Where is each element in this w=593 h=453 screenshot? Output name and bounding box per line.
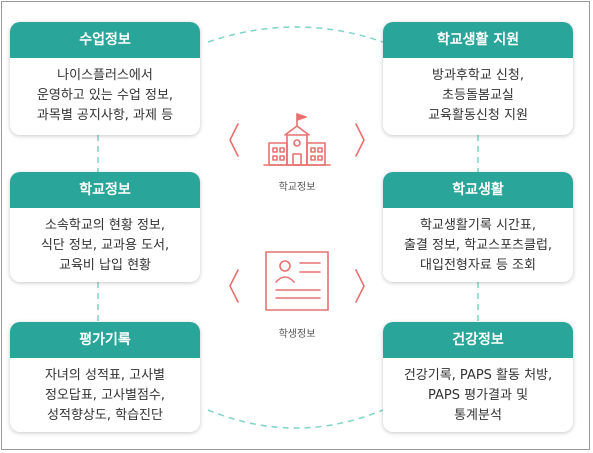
card-line: 나이스플러스에서: [57, 68, 153, 83]
left-bracket-icon: [229, 269, 239, 303]
card-school-info-body: 소속학교의 현황 정보, 식단 정보, 교과용 도서, 교육비 납입 현황: [10, 208, 200, 276]
card-line: 출결 정보, 학교스포츠클럽,: [403, 238, 553, 253]
card-health-info-body: 건강기록, PAPS 활동 처방, PAPS 평가결과 및 통계분석: [383, 358, 573, 426]
card-line: 초등돌봄교실: [442, 88, 514, 103]
card-school-life-support-title: 학교생활 지원: [383, 22, 573, 58]
card-line: 소속학교의 현황 정보,: [44, 218, 166, 233]
card-evaluation-record-body: 자녀의 성적표, 고사별 정오답표, 고사별점수, 성적향상도, 학습진단: [10, 358, 200, 426]
card-evaluation-record-title: 평가기록: [10, 322, 200, 358]
student-icon-group: [229, 251, 365, 311]
card-line: PAPS 평가결과 및: [427, 388, 529, 403]
right-bracket-icon: [355, 123, 365, 157]
card-line: 식단 정보, 교과용 도서,: [40, 238, 170, 253]
card-line: 교육활동신청 지원: [428, 108, 528, 123]
student-document-icon: [265, 251, 329, 311]
card-health-info: 건강정보 건강기록, PAPS 활동 처방, PAPS 평가결과 및 통계분석: [383, 322, 573, 432]
card-line: 통계분석: [454, 408, 502, 423]
card-school-life-title: 학교생활: [383, 172, 573, 208]
card-school-info-title: 학교정보: [10, 172, 200, 208]
school-info-label: 학교정보: [278, 182, 316, 193]
right-bracket-icon: [355, 269, 365, 303]
card-line: 방과후학교 신청,: [432, 68, 524, 83]
school-icon: [263, 113, 331, 166]
card-school-life-support-body: 방과후학교 신청, 초등돌봄교실 교육활동신청 지원: [383, 58, 573, 126]
card-school-life-support: 학교생활 지원 방과후학교 신청, 초등돌봄교실 교육활동신청 지원: [383, 22, 573, 135]
school-icon-group: [229, 113, 365, 166]
card-school-life-body: 학교생활기록 시간표, 출결 정보, 학교스포츠클럽, 대입전형자료 등 조회: [383, 208, 573, 276]
student-info-label: 학생정보: [278, 329, 316, 340]
card-class-info-body: 나이스플러스에서 운영하고 있는 수업 정보, 과목별 공지사항, 과제 등: [10, 58, 200, 126]
connector-top-arc: [207, 26, 384, 43]
card-line: 과목별 공지사항, 과제 등: [36, 108, 174, 123]
card-evaluation-record: 평가기록 자녀의 성적표, 고사별 정오답표, 고사별점수, 성적향상도, 학습…: [10, 322, 200, 432]
card-health-info-title: 건강정보: [383, 322, 573, 358]
card-class-info-title: 수업정보: [10, 22, 200, 58]
left-bracket-icon: [229, 123, 239, 157]
card-school-info: 학교정보 소속학교의 현황 정보, 식단 정보, 교과용 도서, 교육비 납입 …: [10, 172, 200, 282]
card-line: 정오답표, 고사별점수,: [44, 388, 166, 403]
connector-bottom-arc: [207, 409, 384, 429]
card-line: 운영하고 있는 수업 정보,: [36, 88, 174, 103]
card-line: 자녀의 성적표, 고사별: [44, 368, 166, 383]
card-line: 교육비 납입 현황: [59, 258, 151, 273]
card-line: 대입전형자료 등 조회: [420, 258, 536, 273]
card-line: 학교생활기록 시간표,: [420, 218, 536, 233]
card-school-life: 학교생활 학교생활기록 시간표, 출결 정보, 학교스포츠클럽, 대입전형자료 …: [383, 172, 573, 282]
card-line: 건강기록, PAPS 활동 처방,: [403, 368, 553, 383]
card-line: 성적향상도, 학습진단: [47, 408, 163, 423]
card-class-info: 수업정보 나이스플러스에서 운영하고 있는 수업 정보, 과목별 공지사항, 과…: [10, 22, 200, 135]
